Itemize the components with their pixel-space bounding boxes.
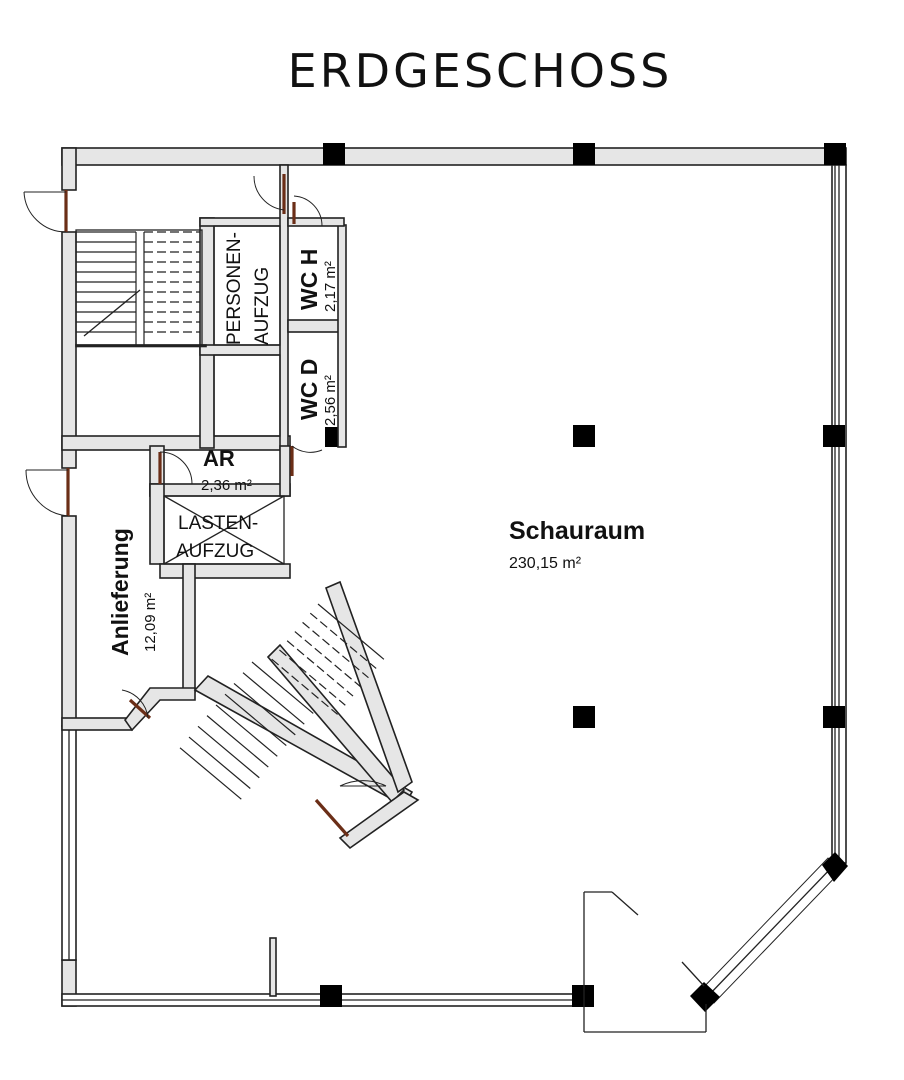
schauraum-label: Schauraum bbox=[509, 517, 645, 545]
lift-shafts bbox=[163, 225, 285, 565]
core-walls bbox=[61, 164, 347, 732]
labels: Schauraum 230,15 m² AR 2,36 m² LASTEN- A… bbox=[107, 232, 645, 656]
core-south-wall bbox=[61, 435, 291, 451]
wc-h-label: WC H bbox=[296, 249, 322, 310]
columns bbox=[320, 143, 848, 1012]
wc-d-area: 2,56 m² bbox=[322, 375, 339, 426]
ar-label: AR bbox=[203, 446, 235, 471]
schauraum-area: 230,15 m² bbox=[509, 555, 582, 572]
ar-area: 2,36 m² bbox=[201, 477, 252, 494]
entrance bbox=[269, 891, 707, 1033]
lasten-line1: LASTEN- bbox=[178, 513, 258, 534]
wc-east-wall bbox=[337, 224, 347, 448]
west-wall-mid bbox=[61, 231, 77, 469]
west-wall-low bbox=[61, 515, 77, 727]
stair-upper bbox=[75, 229, 203, 346]
wc-h-area: 2,17 m² bbox=[322, 261, 339, 312]
anlieferung-label: Anlieferung bbox=[107, 528, 133, 656]
plan-title: ERDGESCHOSS bbox=[287, 44, 673, 98]
stair-diagonal bbox=[179, 580, 420, 850]
wc-d-label: WC D bbox=[296, 359, 322, 420]
doors bbox=[23, 174, 387, 838]
personen-line2: AUFZUG bbox=[252, 267, 273, 345]
west-wall-top bbox=[61, 147, 77, 191]
lasten-line2: AUFZUG bbox=[176, 541, 254, 562]
personen-line1: PERSONEN- bbox=[224, 232, 245, 345]
anlieferung-area: 12,09 m² bbox=[142, 593, 159, 652]
north-wall bbox=[61, 147, 847, 166]
